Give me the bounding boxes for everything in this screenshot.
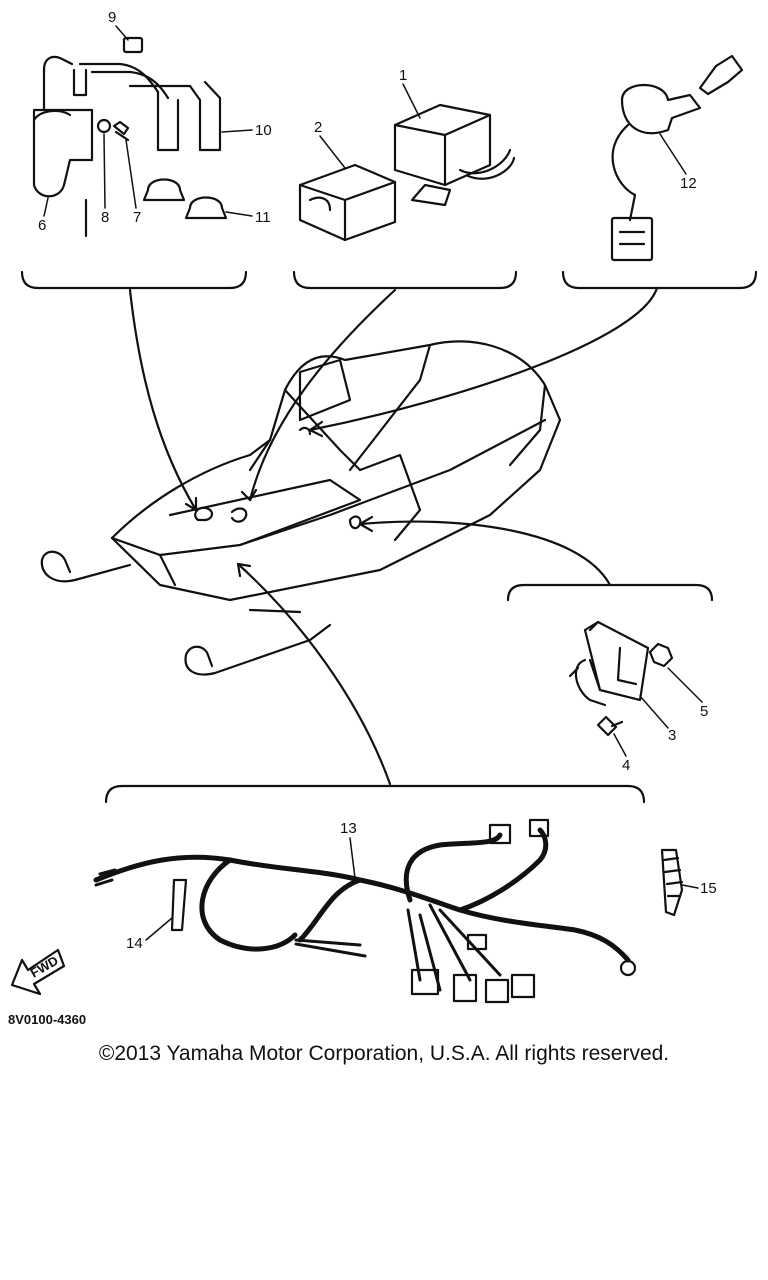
ignition-coil-group (32, 36, 228, 238)
drawing-code: 8V0100-4360 (8, 1012, 86, 1027)
callout-7: 7 (133, 209, 141, 226)
leader-lines (128, 286, 659, 786)
bracket-ignition-group (20, 270, 248, 290)
callout-10: 10 (255, 122, 272, 139)
bracket-regulator-group (506, 583, 714, 602)
regulator-group (568, 620, 674, 737)
callout-6: 6 (38, 217, 46, 234)
callout-14: 14 (126, 935, 143, 952)
cdi-bracket (298, 163, 397, 242)
bracket-cdi-group (292, 270, 518, 290)
ignition-key (698, 54, 744, 96)
cable-tie-15 (660, 848, 684, 917)
callout-13: 13 (340, 820, 357, 837)
grommet-11-b (184, 196, 228, 220)
copyright-notice: ©2013 Yamaha Motor Corporation, U.S.A. A… (98, 1042, 670, 1065)
exploded-parts-diagram: FWD 1 2 3 4 5 6 7 8 9 10 11 12 13 14 15 … (8, 9, 758, 1027)
callout-3: 3 (668, 727, 676, 744)
forward-arrow-icon: FWD (10, 948, 66, 996)
nut-5 (648, 642, 674, 668)
fwd-label: FWD (28, 953, 61, 981)
callout-1: 1 (399, 67, 407, 84)
callout-12: 12 (680, 175, 697, 192)
bolt-4 (596, 715, 624, 737)
bracket-harness-group (104, 784, 646, 804)
washer-8 (96, 118, 112, 134)
wire-harness-group (93, 818, 684, 1004)
ignition-coil (32, 108, 94, 198)
snowmobile-illustration (40, 340, 562, 676)
cdi-unit (393, 103, 492, 187)
bracket-main-switch-group (561, 270, 758, 290)
voltage-regulator (583, 620, 650, 702)
wire-harness (93, 854, 631, 963)
callout-11: 11 (255, 209, 271, 226)
main-switch (620, 83, 702, 135)
callout-2: 2 (314, 119, 322, 136)
callout-8: 8 (101, 209, 109, 226)
bolt-7 (112, 120, 130, 142)
main-switch-group (610, 54, 744, 262)
grommet-11-a (142, 178, 186, 202)
callout-9: 9 (108, 9, 116, 26)
callout-4: 4 (622, 757, 630, 774)
callout-15: 15 (700, 880, 717, 897)
cdi-unit-group (298, 103, 516, 242)
plug-cap-clip (122, 36, 144, 54)
harness-clamp-14 (170, 878, 188, 932)
callout-5: 5 (700, 703, 708, 720)
